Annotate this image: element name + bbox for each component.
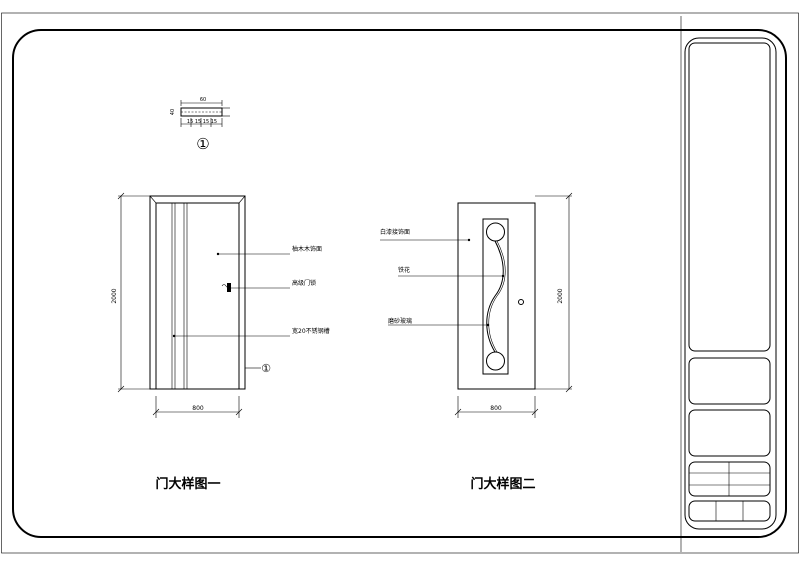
door-one-callout-marker: ① [261, 362, 271, 375]
section-detail: 60 40 15 15 15 15 ① [170, 97, 230, 153]
door-one-annotation-1: 柚木木饰面 [292, 245, 322, 253]
door-one-annotation-3: 宽20不锈钢槽 [292, 327, 330, 335]
door-one-annotation-2: 高级门锁 [292, 279, 316, 287]
section-profile [180, 107, 223, 117]
section-thickness-dim: 40 [170, 109, 176, 115]
title-block-footer [688, 500, 771, 522]
door-two-annotation-3: 磨砂玻璃 [388, 317, 412, 325]
door-two-rosette-top [486, 222, 505, 242]
section-segment-dims: 15 15 15 15 [187, 119, 217, 125]
title-block-grid [688, 461, 771, 497]
section-width-dim: 60 [200, 97, 206, 103]
drawing-frame [12, 29, 787, 538]
title-block [684, 37, 777, 530]
door-one-title: 门大样图一 [155, 476, 220, 492]
door-two-width-dim: 800 [490, 405, 502, 412]
door-two-iron-scroll [486, 240, 504, 353]
door-two-title: 门大样图二 [470, 476, 535, 492]
door-two-elevation: 2000 800 白漆接饰面 铁花 磨砂玻璃 门大样图二 [380, 192, 573, 492]
door-two-glass-panel [482, 218, 509, 375]
sheet-outer-border [1, 12, 799, 554]
section-detail-number: ① [196, 135, 209, 153]
door-two-annotation-2: 铁花 [398, 266, 410, 274]
title-block-panel-3 [688, 409, 771, 457]
door-one-height-dim: 2000 [111, 288, 118, 303]
title-block-panel-2 [688, 357, 771, 405]
title-block-main-panel [688, 42, 771, 352]
door-two-annotation-1: 白漆接饰面 [380, 228, 410, 236]
door-one-width-dim: 800 [192, 405, 204, 412]
door-two-rosette-bottom [486, 351, 505, 371]
door-one-steel-grooves [171, 203, 188, 389]
door-two-knob-icon [518, 299, 524, 305]
door-two-height-dim: 2000 [557, 288, 564, 303]
door-one-frame [149, 195, 246, 390]
door-one-leaf [155, 202, 240, 390]
door-two-leaf [457, 202, 536, 390]
door-one-elevation: 2000 800 柚木木饰面 高级门锁 宽20不锈钢槽 ① 门大样图一 [111, 192, 330, 492]
